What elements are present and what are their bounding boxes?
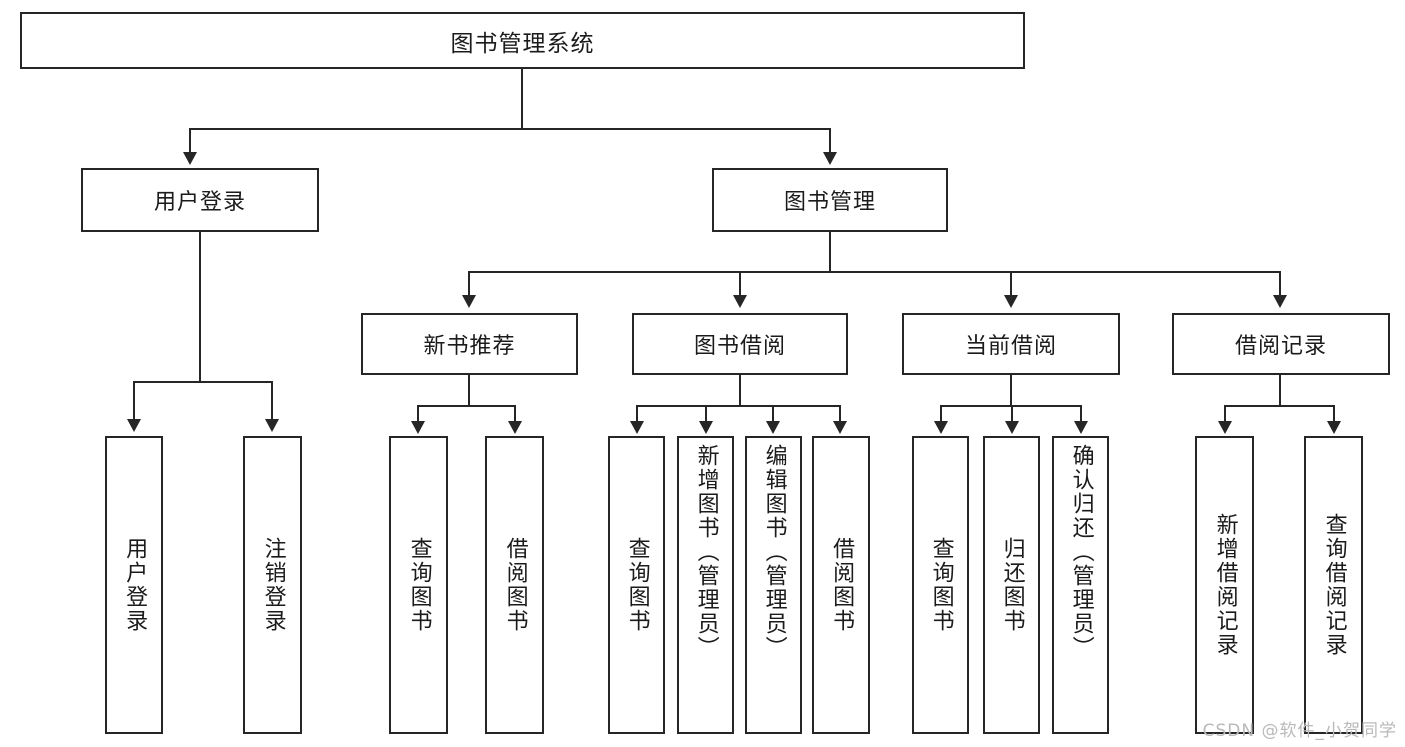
node-leaf-add-record[interactable]: 新增借阅记录	[1195, 436, 1254, 734]
arrow-cb-to-leaf-3	[1074, 421, 1088, 434]
connector-bb-to-leaf-1	[636, 405, 638, 423]
connector-cb-stem	[1010, 375, 1012, 406]
node-user-login[interactable]: 用户登录	[81, 168, 319, 232]
node-leaf-confirm-return-label: 确认归还（管理员）	[1068, 444, 1094, 660]
connector-nbr-stem	[468, 375, 470, 406]
connector-book-management-bus	[468, 271, 1281, 273]
connector-bb-to-leaf-3	[772, 405, 774, 423]
connector-cb-to-leaf-3	[1080, 405, 1082, 423]
connector-br-to-leaf-1	[1224, 405, 1226, 423]
node-leaf-borrow-book-2[interactable]: 借阅图书	[812, 436, 870, 734]
connector-cb-to-leaf-2	[1011, 405, 1013, 423]
connector-user-login-stem	[199, 232, 201, 382]
connector-br-stem	[1279, 375, 1281, 406]
connector-bb-to-leaf-4	[839, 405, 841, 423]
node-book-management-label: 图书管理	[783, 190, 876, 215]
connector-bb-to-leaf-2	[705, 405, 707, 423]
node-leaf-confirm-return[interactable]: 确认归还（管理员）	[1052, 436, 1109, 734]
node-root-system[interactable]: 图书管理系统	[20, 12, 1025, 69]
node-current-borrow-label: 当前借阅	[964, 334, 1057, 359]
node-leaf-query-book-3[interactable]: 查询图书	[912, 436, 969, 734]
connector-nbr-bus	[417, 405, 516, 407]
node-leaf-return-book[interactable]: 归还图书	[983, 436, 1040, 734]
connector-root-to-book-management	[829, 128, 831, 154]
connector-bb-stem	[739, 375, 741, 406]
node-new-book-recommend[interactable]: 新书推荐	[361, 313, 578, 375]
connector-book-management-stem	[829, 232, 831, 272]
node-user-login-label: 用户登录	[153, 190, 246, 215]
node-leaf-user-logout-label: 注销登录	[260, 537, 286, 633]
connector-br-to-leaf-2	[1333, 405, 1335, 423]
arrow-bb-to-leaf-4	[833, 421, 847, 434]
node-leaf-query-record[interactable]: 查询借阅记录	[1304, 436, 1363, 734]
node-leaf-edit-book-label: 编辑图书（管理员）	[761, 444, 787, 660]
node-book-management[interactable]: 图书管理	[712, 168, 948, 232]
connector-root-bus	[189, 128, 831, 130]
node-root-system-label: 图书管理系统	[450, 30, 595, 57]
arrow-bb-to-leaf-3	[766, 421, 780, 434]
node-leaf-query-book-2-label: 查询图书	[624, 537, 650, 633]
node-borrow-record-label: 借阅记录	[1234, 334, 1327, 359]
arrow-br-to-leaf-1	[1218, 421, 1232, 434]
node-leaf-query-record-label: 查询借阅记录	[1321, 513, 1347, 657]
connector-bm-to-new-book-recommend	[468, 271, 470, 297]
arrow-bm-to-borrow-record	[1273, 295, 1287, 308]
node-current-borrow[interactable]: 当前借阅	[902, 313, 1120, 375]
node-leaf-borrow-book-1-label: 借阅图书	[502, 537, 528, 633]
node-leaf-add-book-label: 新增图书（管理员）	[693, 444, 719, 660]
arrow-user-login-to-leaf-2	[265, 419, 279, 432]
node-leaf-user-login[interactable]: 用户登录	[105, 436, 163, 734]
connector-br-bus	[1224, 405, 1335, 407]
node-leaf-add-book[interactable]: 新增图书（管理员）	[677, 436, 734, 734]
node-leaf-query-book-1[interactable]: 查询图书	[389, 436, 448, 734]
node-new-book-recommend-label: 新书推荐	[423, 334, 516, 359]
connector-root-stem	[521, 69, 523, 129]
arrow-user-login-to-leaf-1	[127, 419, 141, 432]
arrow-bm-to-book-borrow	[733, 295, 747, 308]
arrow-br-to-leaf-2	[1327, 421, 1341, 434]
connector-bm-to-current-borrow	[1010, 271, 1012, 297]
node-book-borrow-label: 图书借阅	[693, 334, 786, 359]
connector-bm-to-borrow-record	[1279, 271, 1281, 297]
connector-cb-to-leaf-1	[940, 405, 942, 423]
connector-nbr-to-leaf-1	[417, 405, 419, 423]
arrow-bb-to-leaf-1	[630, 421, 644, 434]
arrow-cb-to-leaf-1	[934, 421, 948, 434]
node-leaf-borrow-book-1[interactable]: 借阅图书	[485, 436, 544, 734]
arrow-bb-to-leaf-2	[699, 421, 713, 434]
node-leaf-query-book-3-label: 查询图书	[928, 537, 954, 633]
node-leaf-query-book-2[interactable]: 查询图书	[608, 436, 665, 734]
connector-user-login-to-leaf-2	[271, 381, 273, 421]
node-leaf-return-book-label: 归还图书	[999, 537, 1025, 633]
node-leaf-query-book-1-label: 查询图书	[406, 537, 432, 633]
node-borrow-record[interactable]: 借阅记录	[1172, 313, 1390, 375]
node-leaf-borrow-book-2-label: 借阅图书	[829, 537, 855, 633]
node-leaf-edit-book[interactable]: 编辑图书（管理员）	[745, 436, 802, 734]
connector-bb-bus	[636, 405, 841, 407]
arrow-bm-to-current-borrow	[1004, 295, 1018, 308]
connector-user-login-to-leaf-1	[133, 381, 135, 421]
node-leaf-add-record-label: 新增借阅记录	[1212, 513, 1238, 657]
connector-user-login-bus	[133, 381, 272, 383]
arrow-root-to-user-login	[183, 152, 197, 165]
node-book-borrow[interactable]: 图书借阅	[632, 313, 848, 375]
connector-root-to-user-login	[189, 128, 191, 154]
arrow-nbr-to-leaf-2	[508, 421, 522, 434]
node-leaf-user-logout[interactable]: 注销登录	[243, 436, 302, 734]
connector-bm-to-book-borrow	[739, 271, 741, 297]
connector-nbr-to-leaf-2	[514, 405, 516, 423]
arrow-root-to-book-management	[823, 152, 837, 165]
node-leaf-user-login-label: 用户登录	[122, 537, 148, 633]
arrow-bm-to-new-book-recommend	[462, 295, 476, 308]
arrow-nbr-to-leaf-1	[411, 421, 425, 434]
arrow-cb-to-leaf-2	[1005, 421, 1019, 434]
